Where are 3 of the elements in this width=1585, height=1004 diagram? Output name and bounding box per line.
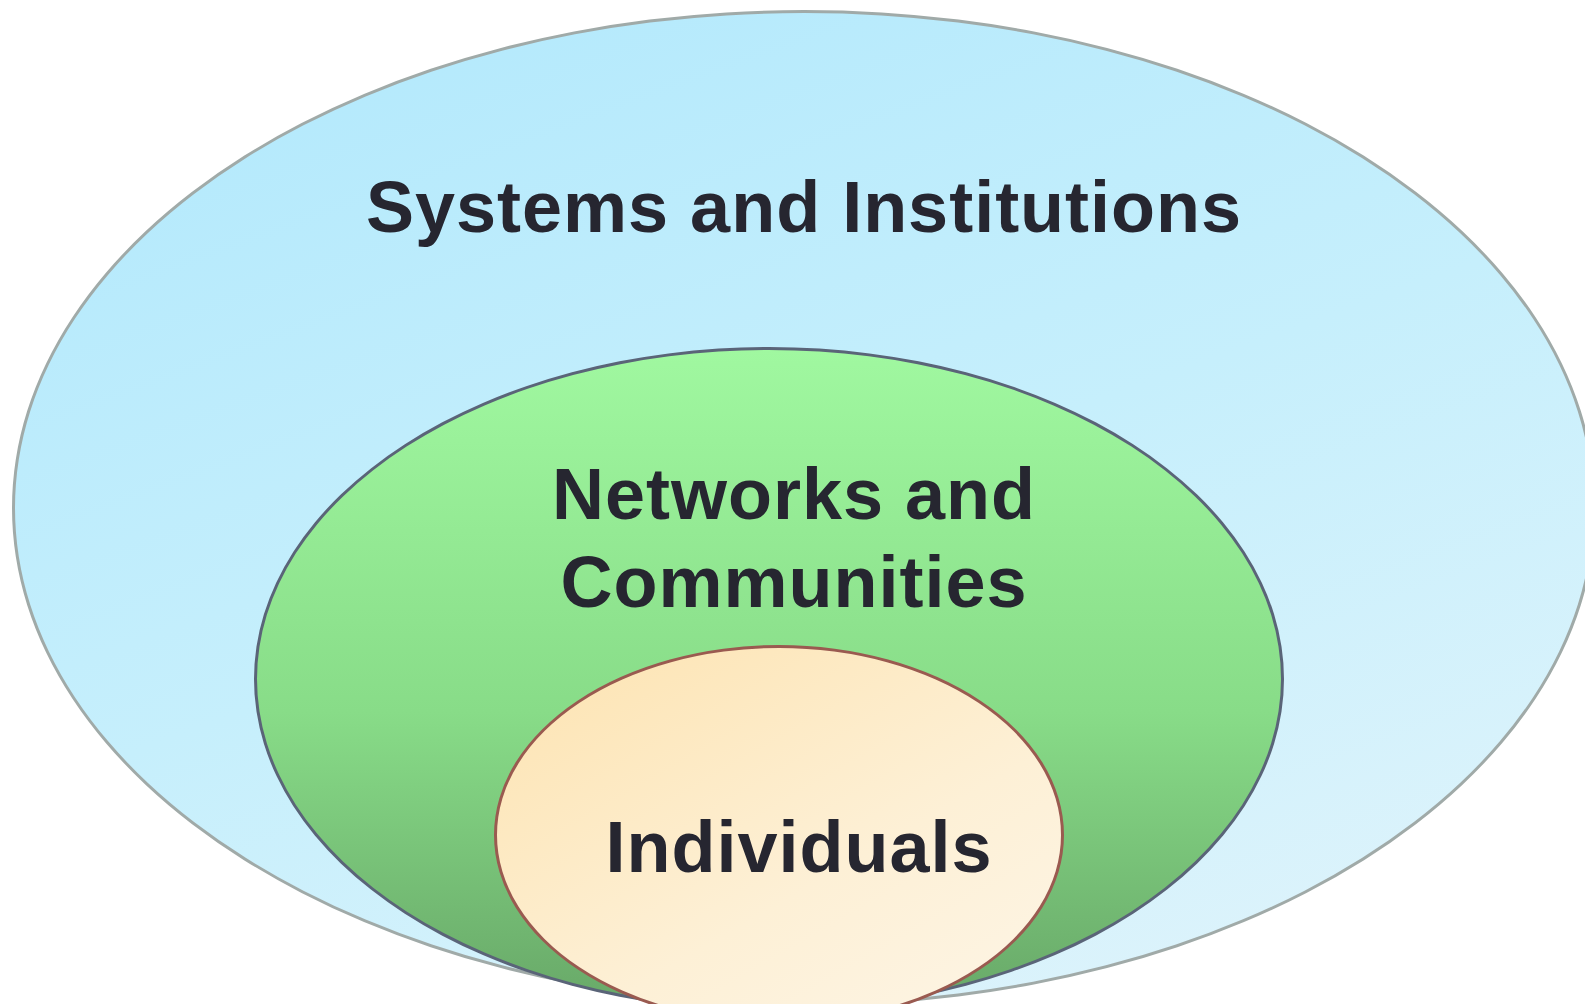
region-label: Networks and Communities <box>550 453 1038 624</box>
region-label: Individuals <box>604 806 994 889</box>
region-label: Systems and Institutions <box>364 166 1244 249</box>
